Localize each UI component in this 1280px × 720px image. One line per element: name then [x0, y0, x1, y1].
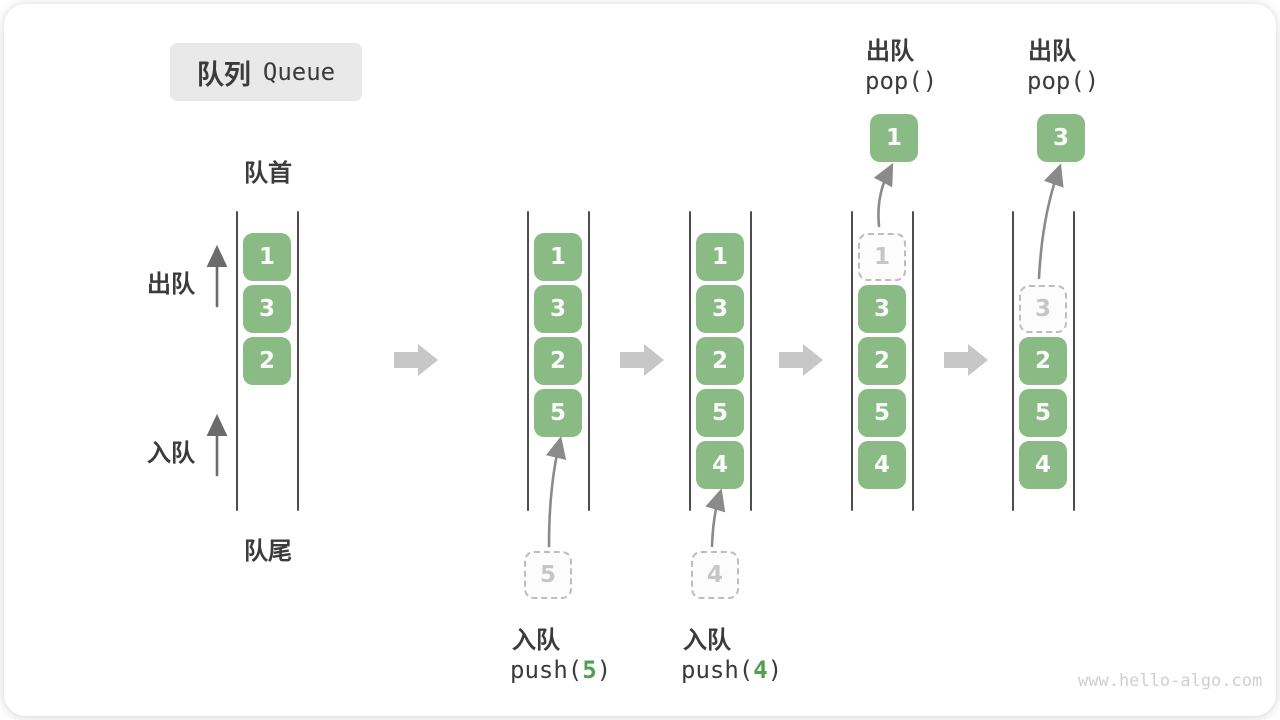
queue-cell: 3	[858, 285, 906, 333]
incoming-ghost-cell: 5	[524, 551, 572, 599]
code-fn: push(	[681, 656, 754, 684]
queue-cell: 3	[243, 285, 291, 333]
title-zh: 队列	[196, 59, 251, 90]
enqueue-op-code: push(5)	[510, 656, 611, 684]
dequeue-op-label: 出队	[866, 38, 914, 65]
queue-wall-right	[912, 211, 914, 511]
diagram-title: 队列 Queue	[170, 43, 362, 101]
queue-wall-left	[236, 211, 238, 511]
queue-cell: 4	[696, 441, 744, 489]
queue-cell: 2	[1019, 337, 1067, 385]
dequeue-op-code: pop()	[1027, 67, 1100, 95]
queue-wall-left	[527, 211, 529, 511]
dequeue-side-label: 出队	[147, 271, 195, 298]
enqueue-op-label: 入队	[683, 627, 731, 654]
queue-cell: 5	[696, 389, 744, 437]
queue-wall-left	[1012, 211, 1014, 511]
queue-cell: 2	[858, 337, 906, 385]
queue-cell: 3	[534, 285, 582, 333]
queue-cell: 5	[534, 389, 582, 437]
code-arg: 4	[753, 656, 768, 684]
enqueue-side-label: 入队	[147, 440, 195, 467]
queue-wall-left	[851, 211, 853, 511]
queue-wall-right	[297, 211, 299, 511]
queue-cell: 4	[858, 441, 906, 489]
queue-cell: 1	[534, 233, 582, 281]
queue-cell: 1	[243, 233, 291, 281]
queue-cell: 2	[696, 337, 744, 385]
title-en: Queue	[262, 58, 336, 86]
enqueue-op-label: 入队	[512, 627, 560, 654]
code-close: )	[596, 656, 612, 684]
popped-cell: 1	[870, 114, 918, 162]
queue-wall-right	[1073, 211, 1075, 511]
queue-cell: 5	[1019, 389, 1067, 437]
code-fn: push(	[510, 656, 583, 684]
rear-label: 队尾	[244, 538, 292, 565]
popped-ghost-cell: 3	[1019, 285, 1067, 333]
queue-cell: 5	[858, 389, 906, 437]
queue-cell: 2	[534, 337, 582, 385]
popped-cell: 3	[1037, 114, 1085, 162]
queue-cell: 3	[696, 285, 744, 333]
queue-cell: 2	[243, 337, 291, 385]
queue-wall-left	[689, 211, 691, 511]
queue-wall-right	[750, 211, 752, 511]
queue-cell: 1	[696, 233, 744, 281]
queue-wall-right	[588, 211, 590, 511]
enqueue-op-code: push(4)	[681, 656, 782, 684]
watermark: www.hello-algo.com	[1078, 671, 1263, 691]
code-arg: 5	[582, 656, 597, 684]
queue-cell: 4	[1019, 441, 1067, 489]
front-label: 队首	[244, 160, 292, 187]
diagram-card	[4, 4, 1276, 716]
popped-ghost-cell: 1	[858, 233, 906, 281]
incoming-ghost-cell: 4	[691, 551, 739, 599]
dequeue-op-label: 出队	[1028, 38, 1076, 65]
code-close: )	[767, 656, 783, 684]
dequeue-op-code: pop()	[865, 67, 938, 95]
